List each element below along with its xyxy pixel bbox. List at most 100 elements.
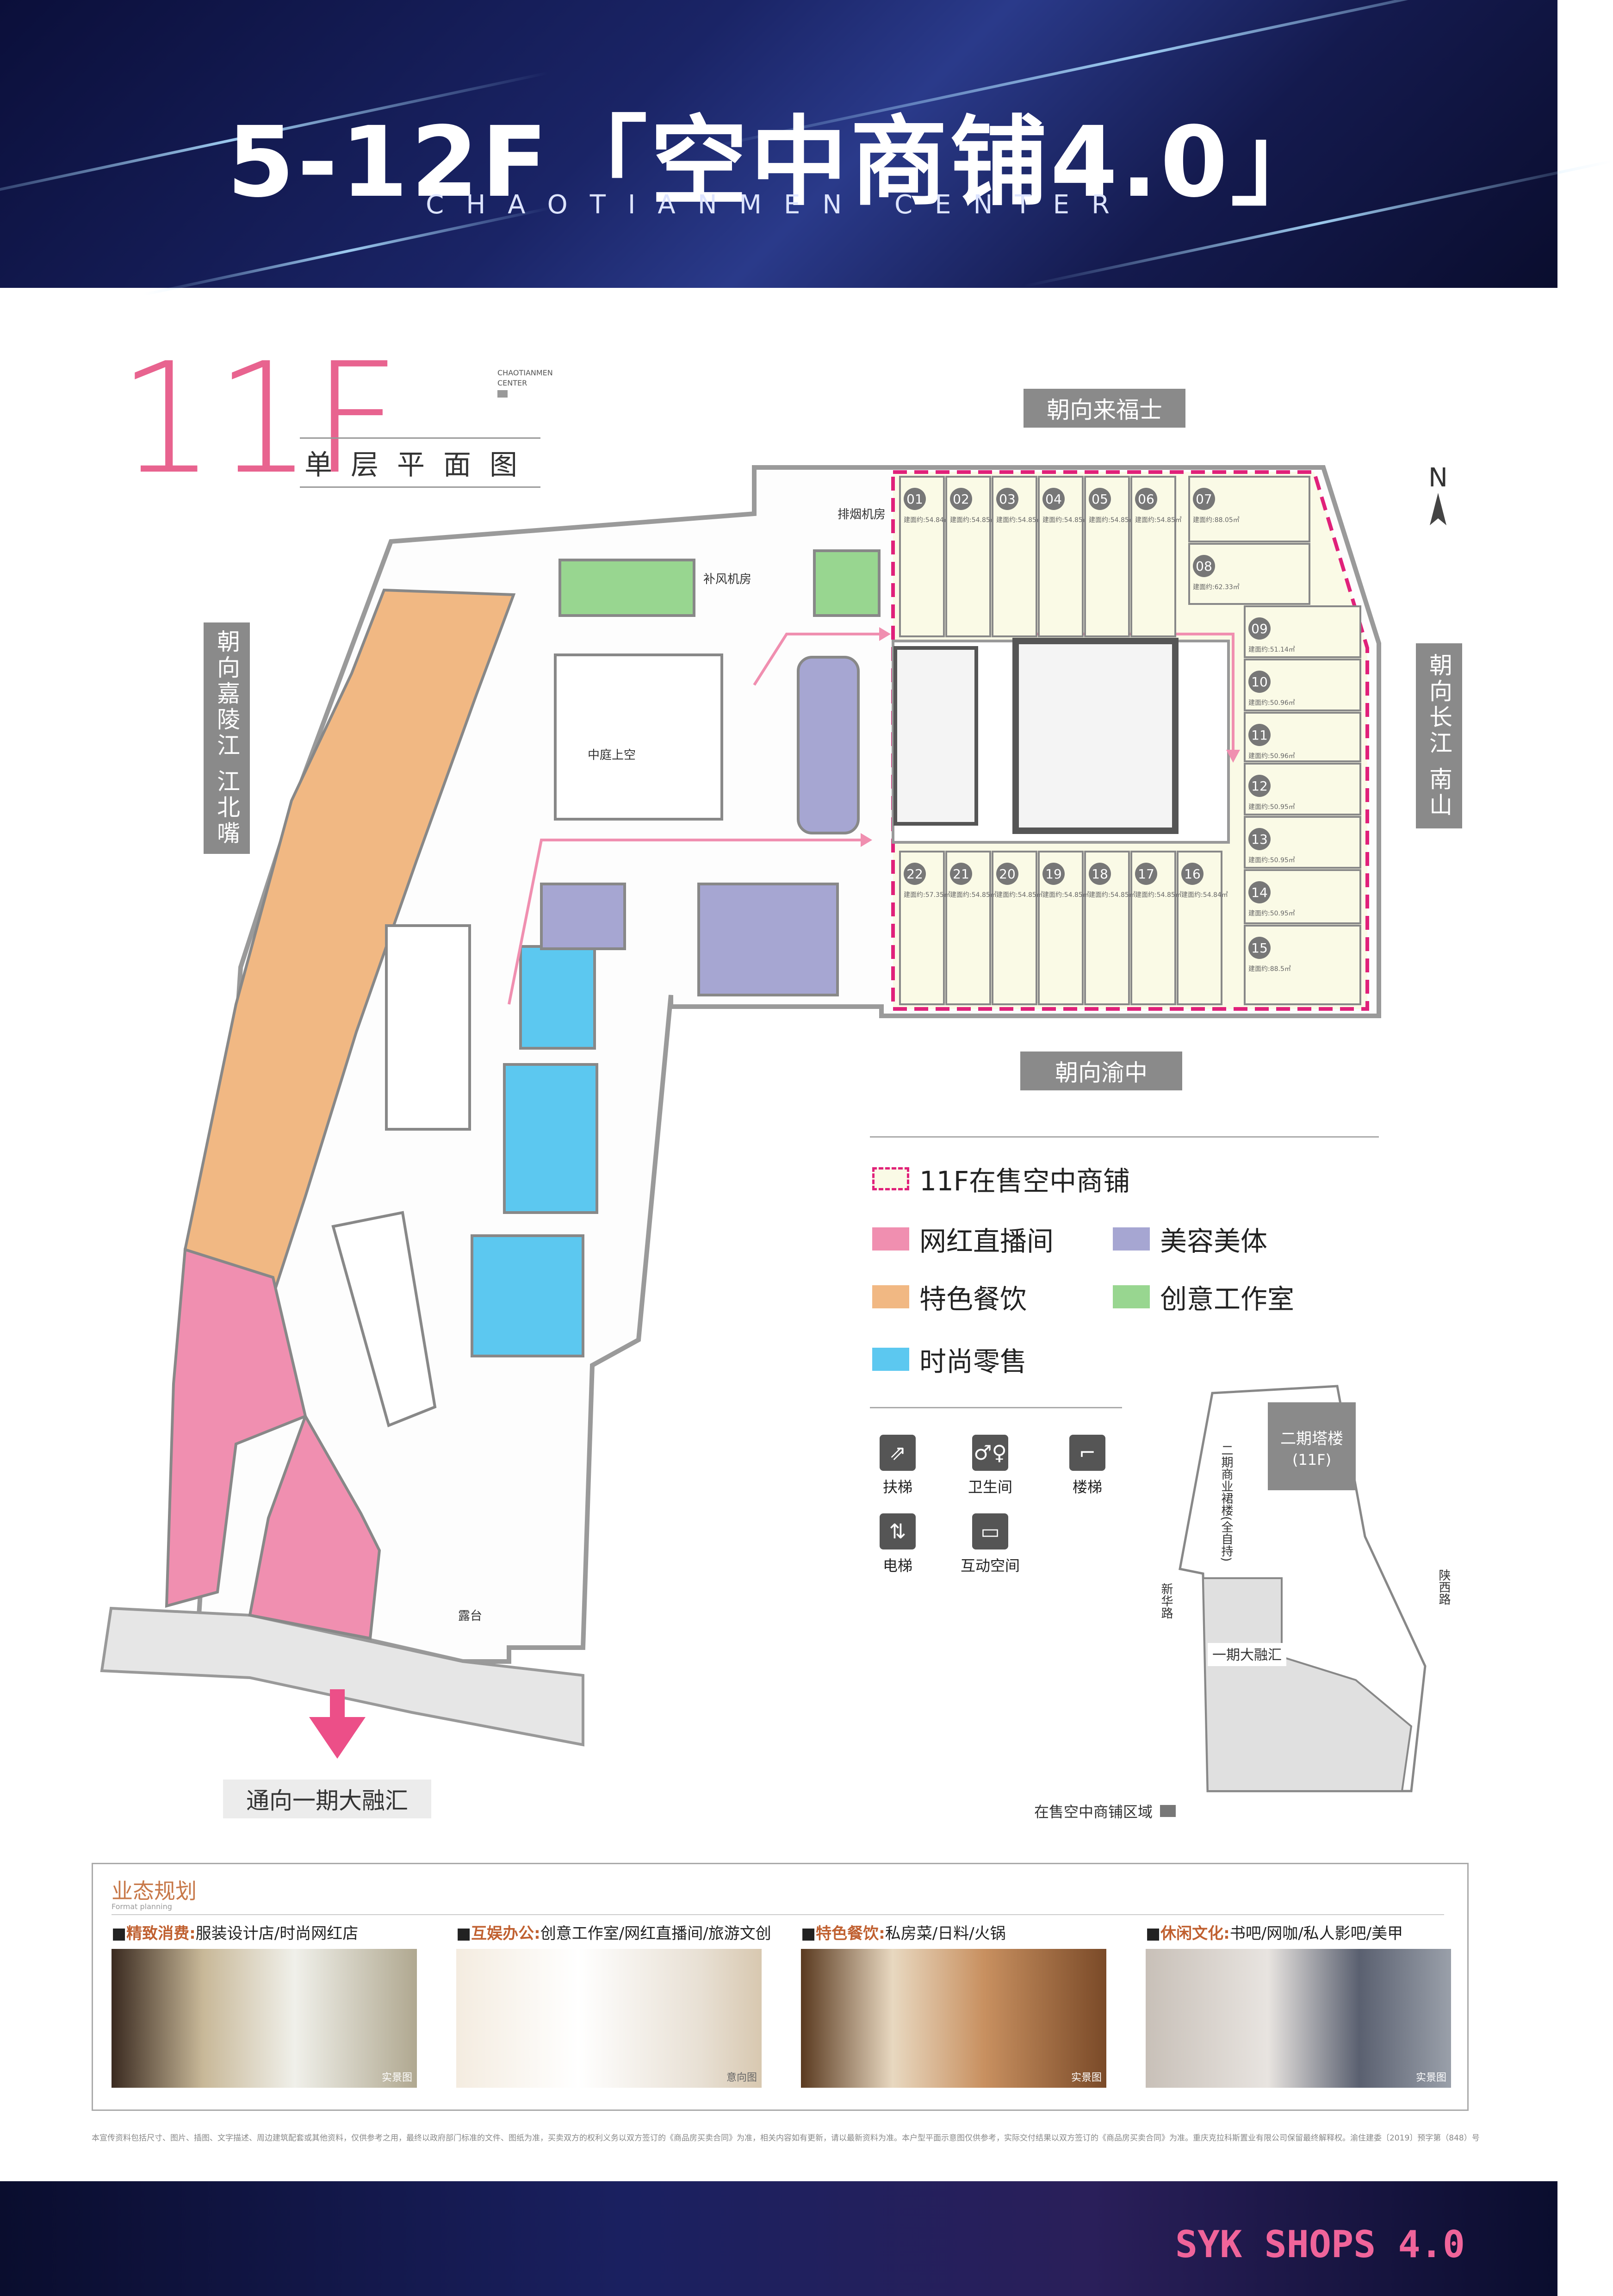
business-card-4-heading: ■休闲文化:书吧/网咖/私人影吧/美甲: [1146, 1924, 1403, 1943]
shop-unit-20: 20 建面约:54.85㎡: [992, 851, 1043, 1005]
shop-unit-number: 17: [1138, 866, 1154, 882]
facility-escalator: ⇗ 扶梯: [847, 1435, 949, 1497]
exit-label: 通向一期大融汇: [223, 1780, 431, 1818]
facility-escalator-label: 扶梯: [882, 1478, 912, 1496]
shop-unit-number: 02: [953, 492, 969, 507]
shop-unit-area: 建面约:54.84㎡: [1181, 891, 1228, 899]
header-banner: 5-12F「空中商铺4.0」 CHAOTIANMEN CENTER: [0, 0, 1613, 296]
footer-banner: SYK SHOPS 4.0: [0, 2181, 1557, 2296]
site-caption-text: 在售空中商铺区域: [1034, 1803, 1153, 1821]
legend-beauty-label: 美容美体: [1160, 1226, 1268, 1257]
shop-unit-badge: [1248, 671, 1271, 693]
floor-plan: 排烟机房 补风机房 中庭上空 露台 01建面约:54.84㎡02建面约:54.8…: [100, 465, 1381, 1759]
shop-unit-03: 03 建面约:54.85㎡: [992, 476, 1043, 637]
site-shaanxi-road: 陕西路: [1437, 1569, 1451, 1605]
shop-unit-area: 建面约:88.05㎡: [1193, 516, 1240, 524]
escalator-icon: ⇗: [880, 1435, 916, 1471]
zone-beauty-2: [697, 883, 839, 996]
legend-divider-bottom: [870, 1407, 1122, 1408]
business-card-3: ■特色餐饮:私房菜/日料/火锅 实景图: [801, 1921, 1106, 2088]
elevator-core-left: [893, 646, 978, 826]
orientation-bottom: 朝向渝中: [1020, 1052, 1182, 1090]
business-card-1: ■精致消费:服装设计店/时尚网红店 实景图: [112, 1921, 417, 2088]
exit-arrow-shaft: [330, 1689, 345, 1717]
label-smoke-room: 排烟机房: [838, 508, 886, 522]
business-card-2: ■互娱办公:创意工作室/网红直播间/旅游文创 意向图: [456, 1921, 771, 2088]
shop-unit-badge: [1248, 828, 1271, 850]
shop-unit-badge: [996, 488, 1018, 510]
site-podium-label: 二期商业裙楼(全自持): [1219, 1444, 1233, 1562]
plan-title: 单层平面图: [300, 437, 540, 488]
business-card-3-tag: 实景图: [1071, 2072, 1102, 2084]
facility-stairs-label: 楼梯: [1072, 1478, 1102, 1496]
business-card-3-heading: ■特色餐饮:私房菜/日料/火锅: [801, 1924, 1006, 1943]
business-card-2-detail: 创意工作室/网红直播间/旅游文创: [540, 1924, 771, 1943]
facility-toilet-label: 卫生间: [968, 1478, 1012, 1496]
shop-unit-number: 01: [906, 492, 923, 507]
shop-unit-badge: [1042, 488, 1065, 510]
facility-stairs: ⌐ 楼梯: [1036, 1435, 1138, 1497]
shop-unit-area: 建面约:50.95㎡: [1248, 857, 1295, 864]
site-map: 二期塔楼 (11F) 一期大融汇 新华路 陕西路 二期商业裙楼(全自持): [1159, 1385, 1451, 1792]
zone-retail-3: [471, 1234, 584, 1357]
zone-live-lower: [248, 1412, 381, 1640]
legend-studio: 创意工作室: [1113, 1277, 1294, 1316]
shop-unit-area: 建面约:50.96㎡: [1248, 699, 1295, 707]
legend-live-swatch: [872, 1227, 909, 1251]
shop-unit-area: 建面约:54.85㎡: [1089, 516, 1135, 524]
business-title: 业态规划: [112, 1879, 197, 1904]
business-card-4: ■休闲文化:书吧/网咖/私人影吧/美甲 实景图: [1146, 1921, 1451, 2088]
shop-unit-number: 09: [1251, 621, 1268, 636]
business-card-1-image: 实景图: [112, 1949, 417, 2088]
circulation-arrowhead-1: [879, 627, 891, 641]
business-card-1-tag: 实景图: [381, 2072, 412, 2084]
escalator-void-2: [331, 1211, 437, 1428]
shop-unit-number: 08: [1196, 559, 1212, 574]
site-tower2-floor: (11F): [1292, 1451, 1331, 1468]
exit-arrow-icon: [309, 1717, 366, 1759]
zone-retail-1: [519, 945, 596, 1050]
business-card-1-detail: 服装设计店/时尚网红店: [195, 1924, 359, 1943]
page-subtitle: CHAOTIANMEN CENTER: [426, 190, 1132, 220]
shop-unit-number: 12: [1251, 778, 1268, 794]
business-card-2-heading: ■互娱办公:创意工作室/网红直播间/旅游文创: [456, 1924, 771, 1943]
shop-unit-area: 建面约:54.85㎡: [996, 891, 1043, 899]
shop-unit-badge: [1135, 863, 1157, 885]
facility-toilet: ♂♀ 卫生间: [939, 1435, 1041, 1497]
footer-brand: SYK SHOPS 4.0: [1175, 2223, 1465, 2266]
business-planning: 业态规划 Format planning ■精致消费:服装设计店/时尚网红店 实…: [92, 1863, 1469, 2111]
disclaimer: 本宣传资料包括尺寸、图片、插图、文字描述、周边建筑配套或其他资料，仅供参考之用，…: [92, 2134, 1480, 2143]
shop-unit-badge: [1089, 488, 1111, 510]
shop-unit-badge: [1042, 863, 1065, 885]
legend-studio-label: 创意工作室: [1160, 1283, 1295, 1315]
legend-beauty: 美容美体: [1113, 1220, 1267, 1258]
exit-passage: [100, 1606, 584, 1747]
shop-unit-area: 建面约:50.95㎡: [1248, 910, 1295, 917]
escalator-void: [385, 924, 471, 1131]
shop-unit-number: 03: [999, 492, 1016, 507]
shop-unit-area: 建面约:54.85㎡: [996, 516, 1043, 524]
shop-unit-badge: [1248, 775, 1271, 797]
facility-elevator-label: 电梯: [882, 1557, 912, 1574]
brand-logo-icon: [497, 390, 508, 398]
zone-food: [183, 588, 516, 1298]
legend-beauty-swatch: [1113, 1227, 1150, 1251]
shop-unit-number: 20: [999, 866, 1016, 882]
legend-food-swatch: [872, 1285, 909, 1308]
shop-unit-badge: [1248, 724, 1271, 746]
shop-unit-area: 建面约:54.85㎡: [1042, 891, 1089, 899]
legend-live: 网红直播间: [872, 1220, 1054, 1258]
shop-unit-number: 21: [953, 866, 969, 882]
page-title: 5-12F「空中商铺4.0」: [227, 106, 1331, 219]
shop-unit-number: 22: [906, 866, 923, 882]
business-card-4-tag: 实景图: [1415, 2072, 1446, 2084]
